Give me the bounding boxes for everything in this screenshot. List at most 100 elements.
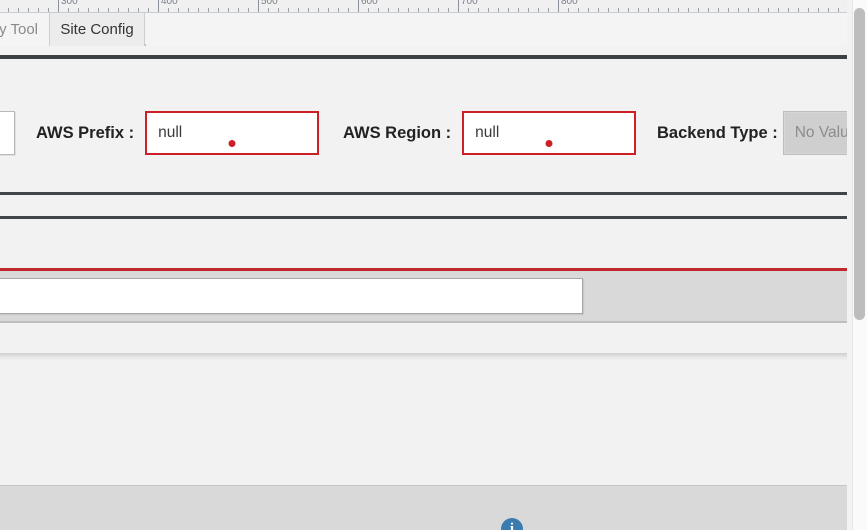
ruler-major-tick: [258, 0, 259, 12]
ruler-label: 800: [561, 0, 578, 7]
ruler-minor-tick: [218, 8, 219, 12]
field-row-aws-prefix: AWS Prefix : null: [36, 111, 320, 155]
status-bar: [0, 485, 867, 530]
vertical-scrollbar-track[interactable]: [852, 0, 867, 530]
ruler-minor-tick: [488, 8, 489, 12]
tab-site-config-label: Site Config: [60, 21, 134, 38]
ruler-minor-tick: [138, 8, 139, 12]
ruler-minor-tick: [798, 8, 799, 12]
clipped-text-field[interactable]: [0, 111, 15, 155]
ruler-minor-tick: [198, 8, 199, 12]
ruler-minor-tick: [638, 8, 639, 12]
ruler-minor-tick: [268, 8, 269, 12]
ruler-minor-tick: [548, 8, 549, 12]
ruler-label: 500: [261, 0, 278, 7]
ruler-minor-tick: [418, 8, 419, 12]
ruler-minor-tick: [98, 8, 99, 12]
content-divider: [0, 321, 852, 323]
content-area: [0, 323, 852, 353]
ruler-minor-tick: [698, 8, 699, 12]
ruler-minor-tick: [568, 8, 569, 12]
aws-region-required-dot-icon: [545, 140, 553, 147]
ruler-major-tick: [358, 0, 359, 12]
ruler-minor-tick: [298, 8, 299, 12]
info-icon[interactable]: i: [501, 518, 523, 530]
ruler-label: 600: [361, 0, 378, 7]
ruler-minor-tick: [308, 8, 309, 12]
ruler-minor-tick: [668, 8, 669, 12]
ruler-major-tick: [558, 0, 559, 12]
ruler-minor-tick: [478, 8, 479, 12]
ruler-minor-tick: [468, 8, 469, 12]
aws-prefix-label: AWS Prefix :: [36, 123, 135, 142]
ruler-minor-tick: [248, 8, 249, 12]
ruler-minor-tick: [238, 8, 239, 12]
ruler-minor-tick: [538, 8, 539, 12]
ruler-minor-tick: [818, 8, 819, 12]
search-input[interactable]: [0, 278, 583, 314]
scrollbar-gutter: [847, 0, 852, 530]
ruler-minor-tick: [518, 8, 519, 12]
ruler-minor-tick: [788, 8, 789, 12]
ruler-minor-tick: [778, 8, 779, 12]
ruler-minor-tick: [648, 8, 649, 12]
backend-type-select[interactable]: No Value: [782, 111, 867, 155]
ruler-label: 700: [461, 0, 478, 7]
ruler-minor-tick: [578, 8, 579, 12]
aws-prefix-required-dot-icon: [228, 140, 236, 147]
ruler-minor-tick: [388, 8, 389, 12]
aws-prefix-input[interactable]: null: [145, 111, 320, 155]
ruler-minor-tick: [678, 8, 679, 12]
ruler-minor-tick: [148, 8, 149, 12]
ruler-minor-tick: [828, 8, 829, 12]
backend-type-label: Backend Type :: [657, 123, 778, 142]
ruler-minor-tick: [808, 8, 809, 12]
field-row-aws-region: AWS Region : null: [343, 111, 637, 155]
ruler-minor-tick: [88, 8, 89, 12]
tab-site-config[interactable]: Site Config: [49, 13, 145, 46]
lower-pane: [0, 361, 852, 485]
ruler-minor-tick: [718, 8, 719, 12]
section-band-2: [0, 219, 852, 268]
ruler-minor-tick: [368, 8, 369, 12]
aws-region-label: AWS Region :: [343, 123, 452, 142]
aws-prefix-value: null: [158, 124, 183, 141]
tab-y-tool[interactable]: y Tool: [0, 13, 50, 46]
content-shadow-edge: [0, 353, 852, 361]
ruler-minor-tick: [348, 8, 349, 12]
ruler-minor-tick: [118, 8, 119, 12]
horizontal-ruler: 300 400 500 600 700 800: [0, 0, 852, 13]
ruler-minor-tick: [28, 8, 29, 12]
ruler-minor-tick: [228, 8, 229, 12]
ruler-minor-tick: [728, 8, 729, 12]
ruler-minor-tick: [498, 8, 499, 12]
ruler-minor-tick: [508, 8, 509, 12]
ruler-major-tick: [58, 0, 59, 12]
ruler-minor-tick: [838, 8, 839, 12]
site-config-form: AWS Prefix : null AWS Region : null Back…: [0, 59, 867, 193]
ruler-minor-tick: [738, 8, 739, 12]
ruler-minor-tick: [618, 8, 619, 12]
ruler-minor-tick: [428, 8, 429, 12]
ruler-minor-tick: [528, 8, 529, 12]
ruler-minor-tick: [438, 8, 439, 12]
ruler-label: 400: [161, 0, 178, 7]
search-strip: [0, 271, 852, 321]
ruler-major-tick: [458, 0, 459, 12]
ruler-minor-tick: [398, 8, 399, 12]
ruler-minor-tick: [18, 8, 19, 12]
ruler-minor-tick: [78, 8, 79, 12]
ruler-minor-tick: [328, 8, 329, 12]
vertical-scrollbar-thumb[interactable]: [854, 8, 865, 320]
field-row-backend-type: Backend Type : No Value: [657, 111, 867, 155]
aws-region-input[interactable]: null: [462, 111, 637, 155]
ruler-minor-tick: [178, 8, 179, 12]
ruler-minor-tick: [408, 8, 409, 12]
ruler-label: 300: [61, 0, 78, 7]
tab-y-tool-label: y Tool: [0, 21, 38, 38]
ruler-minor-tick: [188, 8, 189, 12]
ruler-minor-tick: [748, 8, 749, 12]
error-divider: [0, 268, 852, 271]
ruler-minor-tick: [768, 8, 769, 12]
